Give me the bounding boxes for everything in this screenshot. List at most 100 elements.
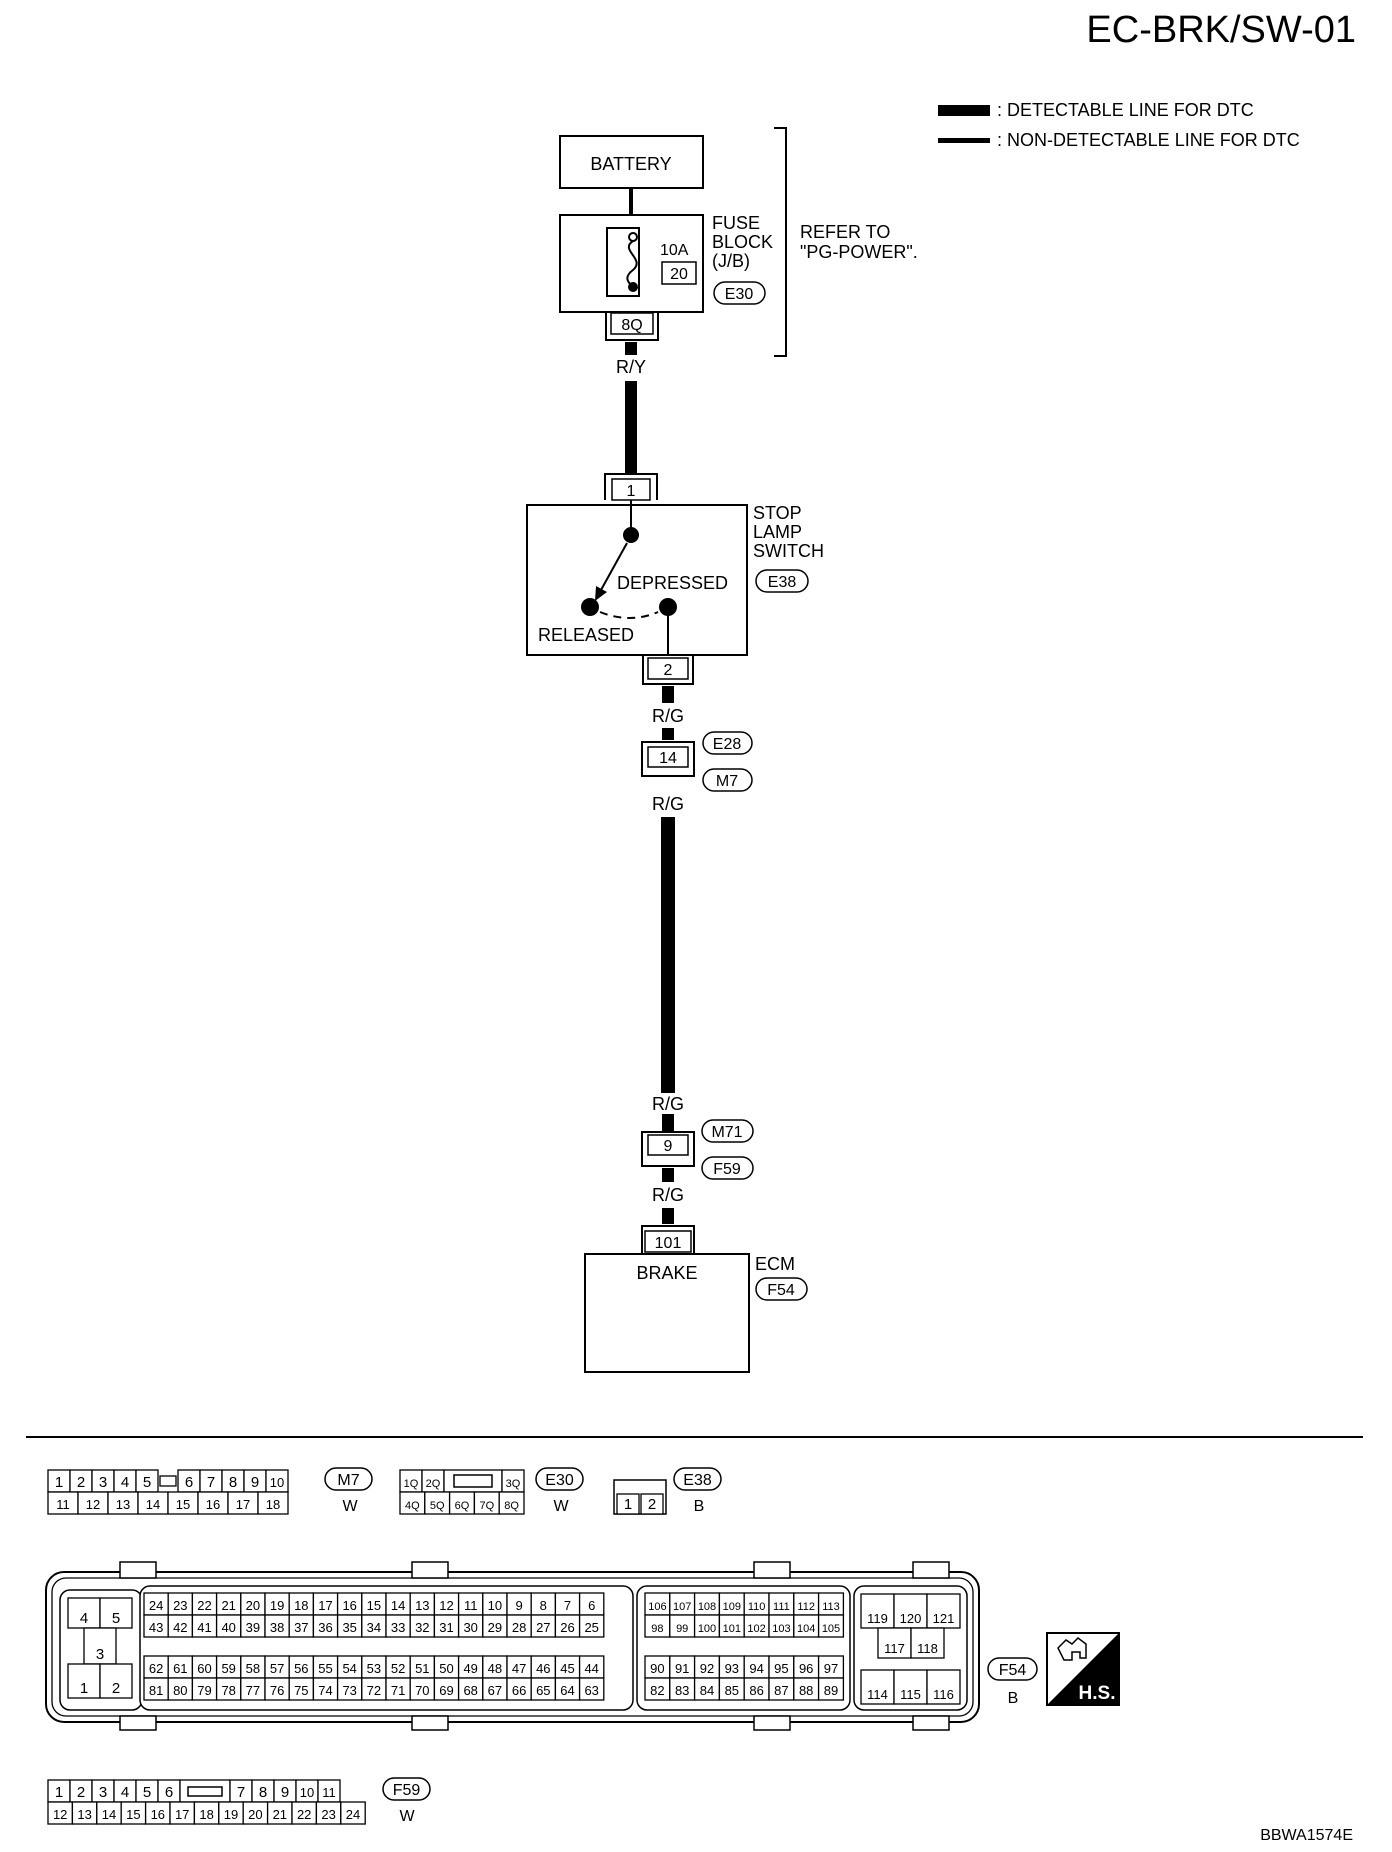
- pin-number: 49: [463, 1661, 477, 1676]
- pin-number: 1: [55, 1474, 63, 1491]
- connector-latch: [119, 1715, 157, 1731]
- ecm: 101 BRAKE ECM F54: [584, 1225, 808, 1373]
- pin-number: 53: [367, 1661, 381, 1676]
- pin-number: 10: [270, 1475, 284, 1490]
- fuse-block-label-3: (J/B): [712, 251, 750, 271]
- fuse-symbol: [606, 227, 640, 297]
- svg-text:M7: M7: [716, 773, 738, 790]
- pin-number: 82: [650, 1683, 664, 1698]
- pin-number: 9: [281, 1784, 289, 1801]
- switch-label-3: SWITCH: [753, 541, 824, 561]
- fuse-rating: 10A: [660, 242, 689, 259]
- pin-number: 92: [700, 1661, 714, 1676]
- pin-number: 22: [297, 1807, 311, 1822]
- pin-cell: [340, 1801, 366, 1825]
- pin-number: 57: [270, 1661, 284, 1676]
- pin-number: 15: [367, 1598, 381, 1613]
- pin-number: 14: [146, 1497, 160, 1512]
- page-code: EC-BRK/SW-01: [1086, 9, 1356, 51]
- pin-number: 117: [884, 1641, 905, 1656]
- wire-ry-main: [625, 381, 637, 474]
- pin-number: 1Q: [404, 1478, 419, 1490]
- connector-tag-m7: [702, 768, 753, 792]
- pin-number: 98: [651, 1623, 663, 1635]
- pin-number: 109: [723, 1601, 741, 1613]
- pin-number: 1: [55, 1784, 63, 1801]
- harness-side-icon: H.S.: [1046, 1632, 1120, 1706]
- pin-number: 37: [294, 1620, 308, 1635]
- pin-number: 6: [588, 1598, 595, 1613]
- pin-number: 10: [300, 1785, 314, 1800]
- pin-number: 85: [725, 1683, 739, 1698]
- pin-cell: [893, 1669, 928, 1705]
- pin-number: 91: [675, 1661, 689, 1676]
- pin-number: 4: [121, 1784, 129, 1801]
- legend-non-detectable-text: : NON-DETECTABLE LINE FOR DTC: [997, 130, 1300, 150]
- connector-tag-m71: [701, 1119, 754, 1143]
- pin-number: 115: [900, 1687, 921, 1702]
- pin-number: 3: [99, 1784, 107, 1801]
- wire-rg-main: [661, 817, 675, 1093]
- pin-number: 73: [342, 1683, 356, 1698]
- wire-color-rg-3: R/G: [652, 1094, 684, 1114]
- pin-number: 11: [464, 1598, 478, 1613]
- pin-number: 28: [512, 1620, 526, 1635]
- pin-number: 36: [318, 1620, 332, 1635]
- svg-text:REFER TO: REFER TO: [800, 222, 890, 242]
- pin-number: 47: [512, 1661, 526, 1676]
- pin-cell: [616, 1493, 640, 1515]
- pin-number: 24: [149, 1598, 163, 1613]
- connector-latch: [753, 1715, 791, 1731]
- pin-number: 60: [197, 1661, 211, 1676]
- pin-number: 13: [77, 1807, 91, 1822]
- pin-number: 8: [259, 1784, 267, 1801]
- pin-number: 105: [822, 1623, 840, 1635]
- pin-number: 7: [207, 1474, 215, 1491]
- pin-number: 71: [391, 1683, 405, 1698]
- pin-cell: [910, 1627, 945, 1659]
- pin-number: 46: [536, 1661, 550, 1676]
- wire-color-rg-2: R/G: [652, 794, 684, 814]
- pin-number: 102: [747, 1623, 765, 1635]
- pin-number: 64: [560, 1683, 574, 1698]
- pin-number: 2Q: [426, 1478, 441, 1490]
- pin-number: 16: [206, 1497, 220, 1512]
- pin-number: 61: [173, 1661, 187, 1676]
- pin-number: 45: [560, 1661, 574, 1676]
- svg-text:F54: F54: [767, 1282, 795, 1299]
- connector-tag-text: E38: [683, 1472, 712, 1489]
- pin-number: 51: [415, 1661, 429, 1676]
- pin-number: 62: [149, 1661, 163, 1676]
- pin-number: 40: [221, 1620, 235, 1635]
- switch-depressed-label: DEPRESSED: [617, 573, 728, 593]
- pin-number: 39: [246, 1620, 260, 1635]
- svg-text:"PG-POWER".: "PG-POWER".: [800, 242, 918, 262]
- svg-text:E30: E30: [725, 286, 754, 303]
- pin-number: 83: [675, 1683, 689, 1698]
- pin-number: 5: [143, 1784, 151, 1801]
- pin-number: 6Q: [455, 1500, 470, 1512]
- pin-number: 111: [773, 1601, 790, 1613]
- pin-number: 5: [112, 1610, 120, 1627]
- pin-cell: [640, 1493, 664, 1515]
- pin-number: 17: [318, 1598, 332, 1613]
- connector-color: W: [399, 1808, 415, 1825]
- pin-number: 58: [246, 1661, 260, 1676]
- pin-number: 101: [723, 1623, 741, 1635]
- pin-number: 97: [824, 1661, 838, 1676]
- pin-number: 70: [415, 1683, 429, 1698]
- pin-number: 8: [540, 1598, 547, 1613]
- pin-number: 27: [536, 1620, 550, 1635]
- connector-color: B: [1008, 1690, 1019, 1707]
- pin-number: 26: [560, 1620, 574, 1635]
- pin-number: 38: [270, 1620, 284, 1635]
- pin-cell: [877, 1627, 912, 1659]
- svg-text:E38: E38: [768, 574, 797, 591]
- pin-number: 41: [197, 1620, 211, 1635]
- pin-number: 96: [799, 1661, 813, 1676]
- pin-number: 4: [80, 1610, 88, 1627]
- connector-color: B: [694, 1498, 705, 1515]
